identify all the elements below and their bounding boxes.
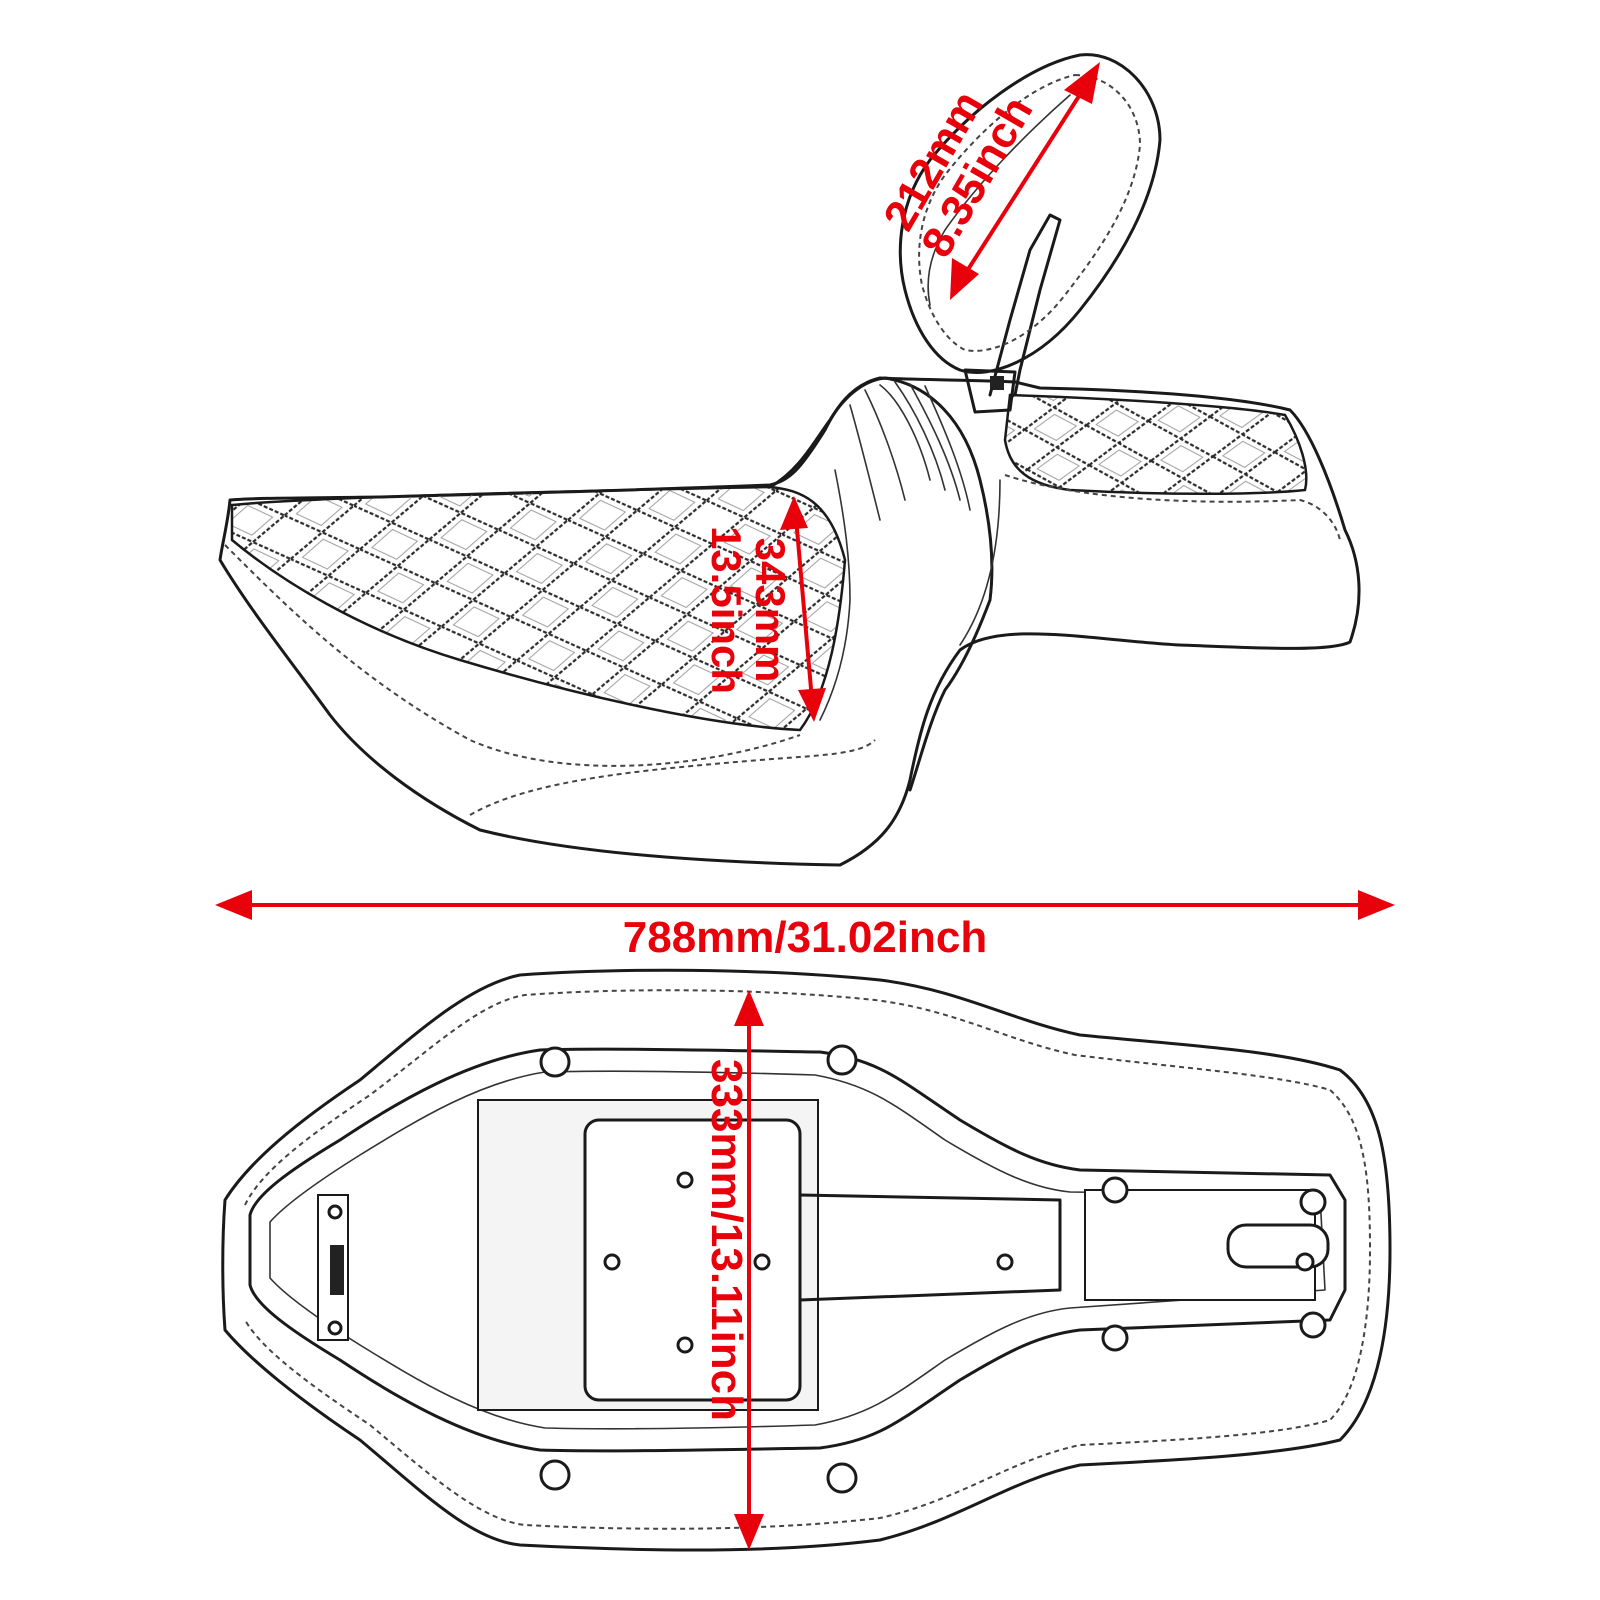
bolt-icon [327,1204,343,1220]
center-plate-window [583,1118,802,1402]
passenger-side-seam [959,479,1001,646]
backrest-post [988,213,1062,397]
bolt-icon [1101,1176,1129,1204]
bolt-icon [996,1253,1014,1271]
passenger-welt-stitch [1004,474,1341,541]
rider-hump-edge [819,469,851,721]
dim-overall-length: 788mm/31.02inch [215,890,1395,962]
backrest-pad [898,53,1162,374]
dim-overall-width: 333mm/13.11inch [702,990,764,1550]
bolt-icon [676,1171,694,1189]
bolt-icon [1299,1311,1327,1339]
bolt-icon [539,1046,571,1078]
center-rail [798,1193,1062,1302]
lower-welt-stitch [469,739,876,816]
passenger-seat-cushion [1003,393,1308,495]
bolt-icon [1101,1324,1129,1352]
rider-hump [768,376,994,792]
bolt-icon [1295,1252,1315,1272]
front-tab-slot [330,1245,344,1295]
bolt-icon [327,1320,343,1336]
overall-width-label: 333mm/13.11inch [702,1059,751,1421]
bolt-icon [676,1336,694,1354]
seat-base-outline [221,968,1392,1552]
bolt-icon [1299,1188,1327,1216]
front-welt-stitch [224,544,801,767]
side-view [218,53,1361,867]
bolt-icon [826,1044,858,1076]
rider-hump-pleats [849,381,971,521]
seat-pan-frame [248,1047,1347,1453]
bolt-icon [753,1253,771,1271]
backrest-fold [927,94,1071,306]
bracket-knob [990,376,1004,390]
bottom-view [221,968,1392,1552]
mounting-bolts [327,1044,1327,1494]
dim-seat-depth: 343mm 13.5inch [703,496,826,722]
seat-pan-inner [269,1070,1326,1430]
backrest-stitch [918,73,1142,352]
bolt-icon [826,1462,858,1494]
front-seat-cushion [230,485,847,732]
seat-depth-imperial-label: 13.5inch [703,526,750,694]
overall-length-label: 788mm/31.02inch [623,913,987,962]
bolt-icon [603,1253,621,1271]
backrest-bracket [963,368,1017,414]
bolt-icon [539,1459,571,1491]
seat-depth-metric-label: 343mm [747,538,794,683]
base-edge-stitch [244,989,1372,1530]
seat-body-outline [218,376,1361,867]
